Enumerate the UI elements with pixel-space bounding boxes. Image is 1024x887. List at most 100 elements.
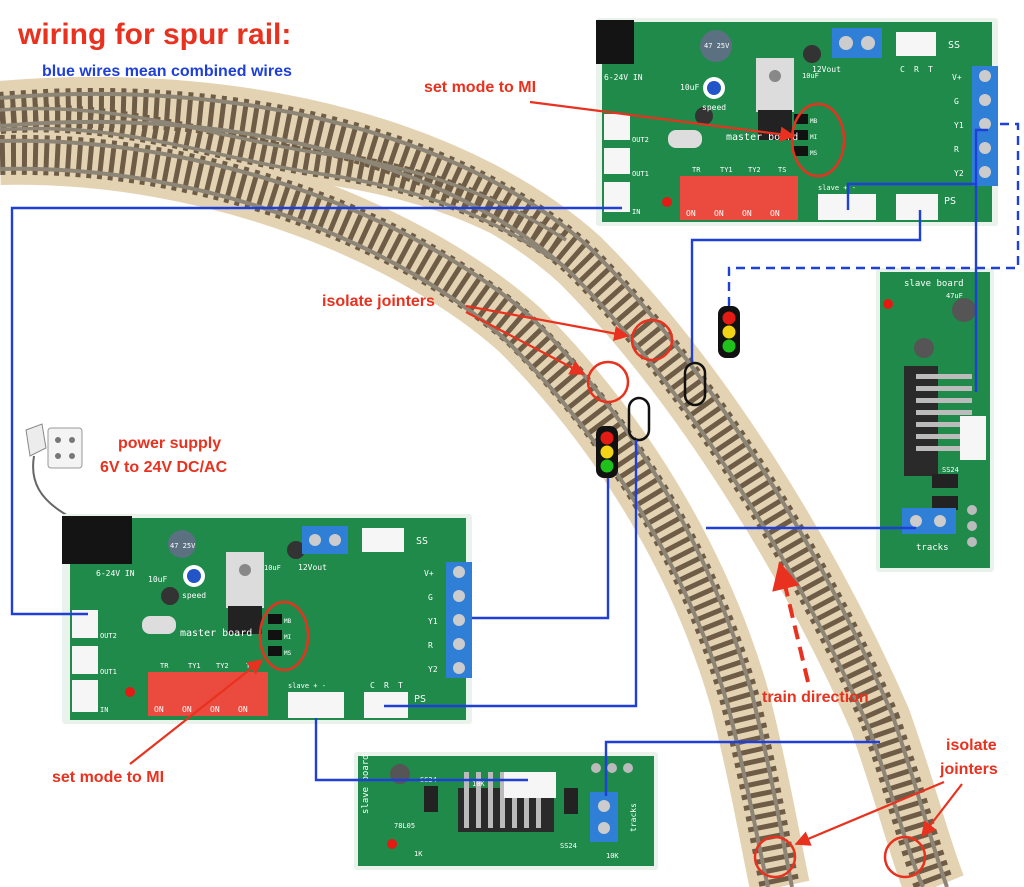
mbt-crt-c: C [900, 65, 905, 74]
sbb-tracks-label: tracks [629, 803, 638, 832]
isolate-jointer-circle-2 [586, 360, 630, 404]
power-supply-adapter [25, 423, 83, 519]
sbb-reg-label: 78L05 [394, 822, 415, 830]
isolate-jointers-label: isolate jointers [322, 293, 435, 310]
diagram-title: wiring for spur rail: [17, 18, 291, 51]
slave-board-bottom: slave board 78L05 SS24 SS24 10K 10K 1K t… [354, 752, 658, 870]
mbb-crt-t: T [398, 681, 403, 690]
set-mode-label-top: set mode to MI [424, 79, 536, 96]
mbb-cap-label-3: 47 25V [170, 542, 196, 550]
mbt-crt-r: R [914, 65, 919, 74]
isolate-jointers-label-right-2: jointers [939, 761, 998, 778]
rail-inner-b [0, 166, 770, 887]
mbb-dip-on-1: ON [154, 705, 164, 714]
wire-top-slave-link [846, 182, 976, 210]
mbb-cap-label: 10uF [148, 575, 167, 584]
rail-outer-b [0, 119, 925, 887]
train-direction-label: train direction [762, 689, 869, 706]
sbb-res-label-2: 10K [606, 852, 619, 860]
master-board-bottom: 6-24V IN 10uF 10uF 47 25V 12Vout speed m… [62, 514, 472, 724]
wire-top-ps-to-track [690, 210, 922, 362]
mbb-dip-ty2: TY2 [216, 662, 229, 670]
mbt-term-y1: Y1 [954, 121, 964, 130]
mbb-term-g: G [428, 593, 433, 602]
mbt-cap-label-3: 47 25V [704, 42, 730, 50]
diagram-subtitle: blue wires mean combined wires [42, 63, 292, 80]
sbb-res-label: 10K [472, 780, 485, 788]
wire-bottom-ps-to-track [384, 440, 638, 708]
sbr-board-name: slave board [904, 279, 964, 289]
mbb-jumper-mb: MB [284, 618, 292, 625]
mbb-jumper-ms: MS [284, 650, 292, 657]
rail-spur-b [0, 126, 555, 262]
sbb-board-name: slave board [361, 754, 371, 814]
mbb-board-name: master board [180, 628, 252, 639]
track-layout [0, 76, 964, 887]
mbb-crt-c: C [370, 681, 375, 690]
power-supply-voltage: 6V to 24V DC/AC [100, 459, 228, 476]
rail-outer-a [0, 91, 949, 887]
mbt-dip-ty1: TY1 [720, 166, 733, 174]
mbt-cap-label: 10uF [680, 83, 699, 92]
arrow-jointer-4 [921, 783, 963, 838]
rail-inner-a [0, 138, 794, 887]
arrow-jointer-1 [465, 304, 630, 342]
mbb-dip-on-3: ON [210, 705, 220, 714]
signal-light-right [718, 306, 740, 358]
wire-top-y1-to-slave [974, 128, 988, 392]
wire-bottom-slave-tracks [604, 740, 880, 796]
mbb-input-label: 6-24V IN [96, 569, 135, 578]
mbt-crt-t: T [928, 65, 933, 74]
master-board-top: 6-24V IN 10uF 10uF 47 25V 12Vout speed m… [596, 18, 998, 226]
sbr-tracks-label: tracks [916, 543, 949, 553]
arrow-mode-bottom [129, 659, 264, 765]
mbb-dip-tr: TR [160, 662, 169, 670]
mbt-dip-on-1: ON [686, 209, 696, 218]
mbb-term-y2: Y2 [428, 665, 438, 674]
mbt-jumper-ms: MS [810, 150, 818, 157]
mbt-term-vplus: V+ [952, 73, 962, 82]
mbt-term-r: R [954, 145, 959, 154]
red-arrows [129, 100, 963, 846]
mbt-out1: OUT1 [632, 170, 649, 178]
mbt-ps-label: PS [944, 196, 956, 207]
mbt-jumper-mi: MI [810, 134, 818, 141]
mbb-term-y1: Y1 [428, 617, 438, 626]
mbt-jumper-mb: MB [810, 118, 818, 125]
arrow-mode-top [529, 100, 796, 142]
mbb-term-vplus: V+ [424, 569, 434, 578]
mbt-in: IN [632, 208, 640, 216]
isolate-jointer-circle-1 [630, 318, 674, 362]
mbb-term-r: R [428, 641, 433, 650]
sbr-cap-label: 47uF [946, 292, 963, 300]
mbt-term-y2: Y2 [954, 169, 964, 178]
mbb-jumper-mi: MI [284, 634, 292, 641]
mbt-dip-tr: TR [692, 166, 701, 174]
mbb-slave-label: slave + - [288, 682, 326, 690]
sbr-chip-label: SS24 [942, 466, 959, 474]
mbb-dip-on-2: ON [182, 705, 192, 714]
mbt-ss-label: SS [948, 40, 960, 51]
mbb-dip-ty1: TY1 [188, 662, 201, 670]
arrow-jointer-3 [794, 780, 945, 846]
isolate-jointer-circle-3 [753, 835, 797, 879]
mbb-out1: OUT1 [100, 668, 117, 676]
rail-spur-a [0, 106, 567, 242]
mbb-ps-label: PS [414, 694, 426, 705]
mbt-pot-label: speed [702, 103, 726, 112]
track-ties-inner [0, 134, 800, 887]
mbt-dip-ts: TS [778, 166, 786, 174]
mbb-crt-r: R [384, 681, 389, 690]
signal-light-left [596, 426, 618, 478]
mbb-pot-label: speed [182, 591, 206, 600]
isolate-jointer-circle-4 [883, 835, 927, 879]
mbb-in: IN [100, 706, 108, 714]
sbb-chip-label-2: SS24 [560, 842, 577, 850]
jumper-mode-oval-bottom [258, 600, 310, 672]
mbt-slave-label: slave + - [818, 184, 856, 192]
insulated-jointer-oval-2 [627, 396, 651, 442]
isolate-jointers-label-right-1: isolate [946, 737, 997, 754]
mbb-out2: OUT2 [100, 632, 117, 640]
